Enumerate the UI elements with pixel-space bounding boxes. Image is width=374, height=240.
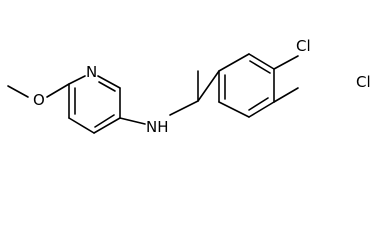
- bond-c4-c3: [68, 117, 95, 134]
- bond-ar-c2-c3: [248, 53, 275, 70]
- methoxy-group: [7, 83, 70, 98]
- bond-n1-c6-double: [98, 81, 116, 92]
- bond-ar-c5-c6: [218, 101, 250, 118]
- bond-ar-c2-c3-double: [249, 60, 271, 74]
- bond-ar-c4-c5: [248, 101, 275, 118]
- bond-c4-cl-lower: [273, 87, 299, 103]
- bond-c5-c4-double: [94, 114, 115, 128]
- chlorine-upper-label: Cl: [296, 37, 311, 55]
- bond-n1-c6: [97, 75, 121, 89]
- bond-ar-c4-c5-double: [248, 97, 269, 111]
- ring-nitrogen-label: N: [86, 63, 97, 81]
- chlorine-lower-label: Cl: [356, 73, 371, 91]
- structural-formula: N O NH Cl Cl: [7, 37, 371, 136]
- bond-c5-n: [119, 117, 146, 125]
- bond-n-ch: [169, 100, 199, 116]
- dichlorophenyl-ring: [218, 53, 275, 118]
- bond-ch-aryl: [197, 70, 220, 102]
- amine-linker: [119, 70, 220, 125]
- bond-c3-cl-upper: [273, 55, 299, 70]
- pyridine-ring: [68, 75, 121, 134]
- bond-c2-n1: [68, 75, 86, 85]
- ether-oxygen-label: O: [33, 91, 45, 109]
- bond-c5-c4: [93, 117, 121, 134]
- bond-c2-o: [46, 83, 70, 98]
- bond-ar-c1-c2: [218, 53, 250, 72]
- bond-o-methyl: [7, 85, 29, 98]
- amine-nh-label: NH: [146, 118, 169, 136]
- chloro-substituents: [273, 55, 299, 103]
